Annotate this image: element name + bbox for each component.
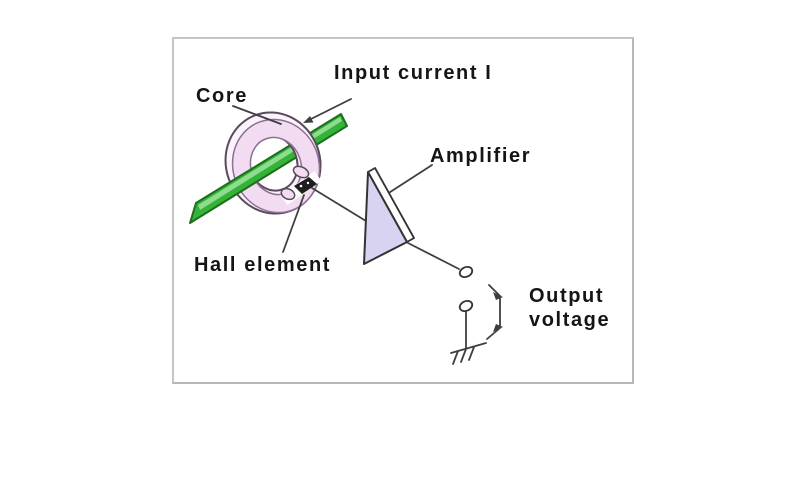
amplifier-body — [363, 171, 408, 265]
hall-element-leader-line — [282, 194, 305, 253]
core-label: Core — [196, 85, 248, 107]
output-voltage-label: Output voltage — [529, 284, 610, 332]
core-leader-line — [232, 105, 282, 125]
hall-element-chip — [294, 177, 317, 194]
output-voltage-line1: Output — [529, 285, 605, 307]
core-gap-endcap-lower — [280, 187, 296, 201]
amplifier-triangle — [363, 167, 415, 265]
voltage-bracket — [486, 284, 503, 340]
amplifier-leader-line — [383, 164, 433, 197]
input-current-arrow — [303, 98, 352, 123]
amplifier-label: Amplifier — [430, 145, 532, 167]
output-voltage-line2: voltage — [529, 309, 611, 331]
output-terminal-top — [458, 265, 474, 279]
core-gap — [280, 165, 322, 205]
voltage-bracket-arrow-bottom — [493, 324, 503, 332]
hall-element-label: Hall element — [194, 254, 332, 276]
hall-to-amplifier-wire — [311, 187, 367, 222]
ground-icon — [450, 310, 487, 365]
core-gap-endcap-upper — [292, 165, 310, 179]
diagram-frame — [172, 37, 634, 384]
output-terminal-bottom — [458, 299, 474, 313]
input-current-arrowhead — [303, 116, 314, 123]
amplifier-output-wire — [407, 242, 460, 270]
voltage-bracket-arrow-top — [493, 292, 503, 300]
input-current-label: Input current I — [334, 62, 493, 84]
